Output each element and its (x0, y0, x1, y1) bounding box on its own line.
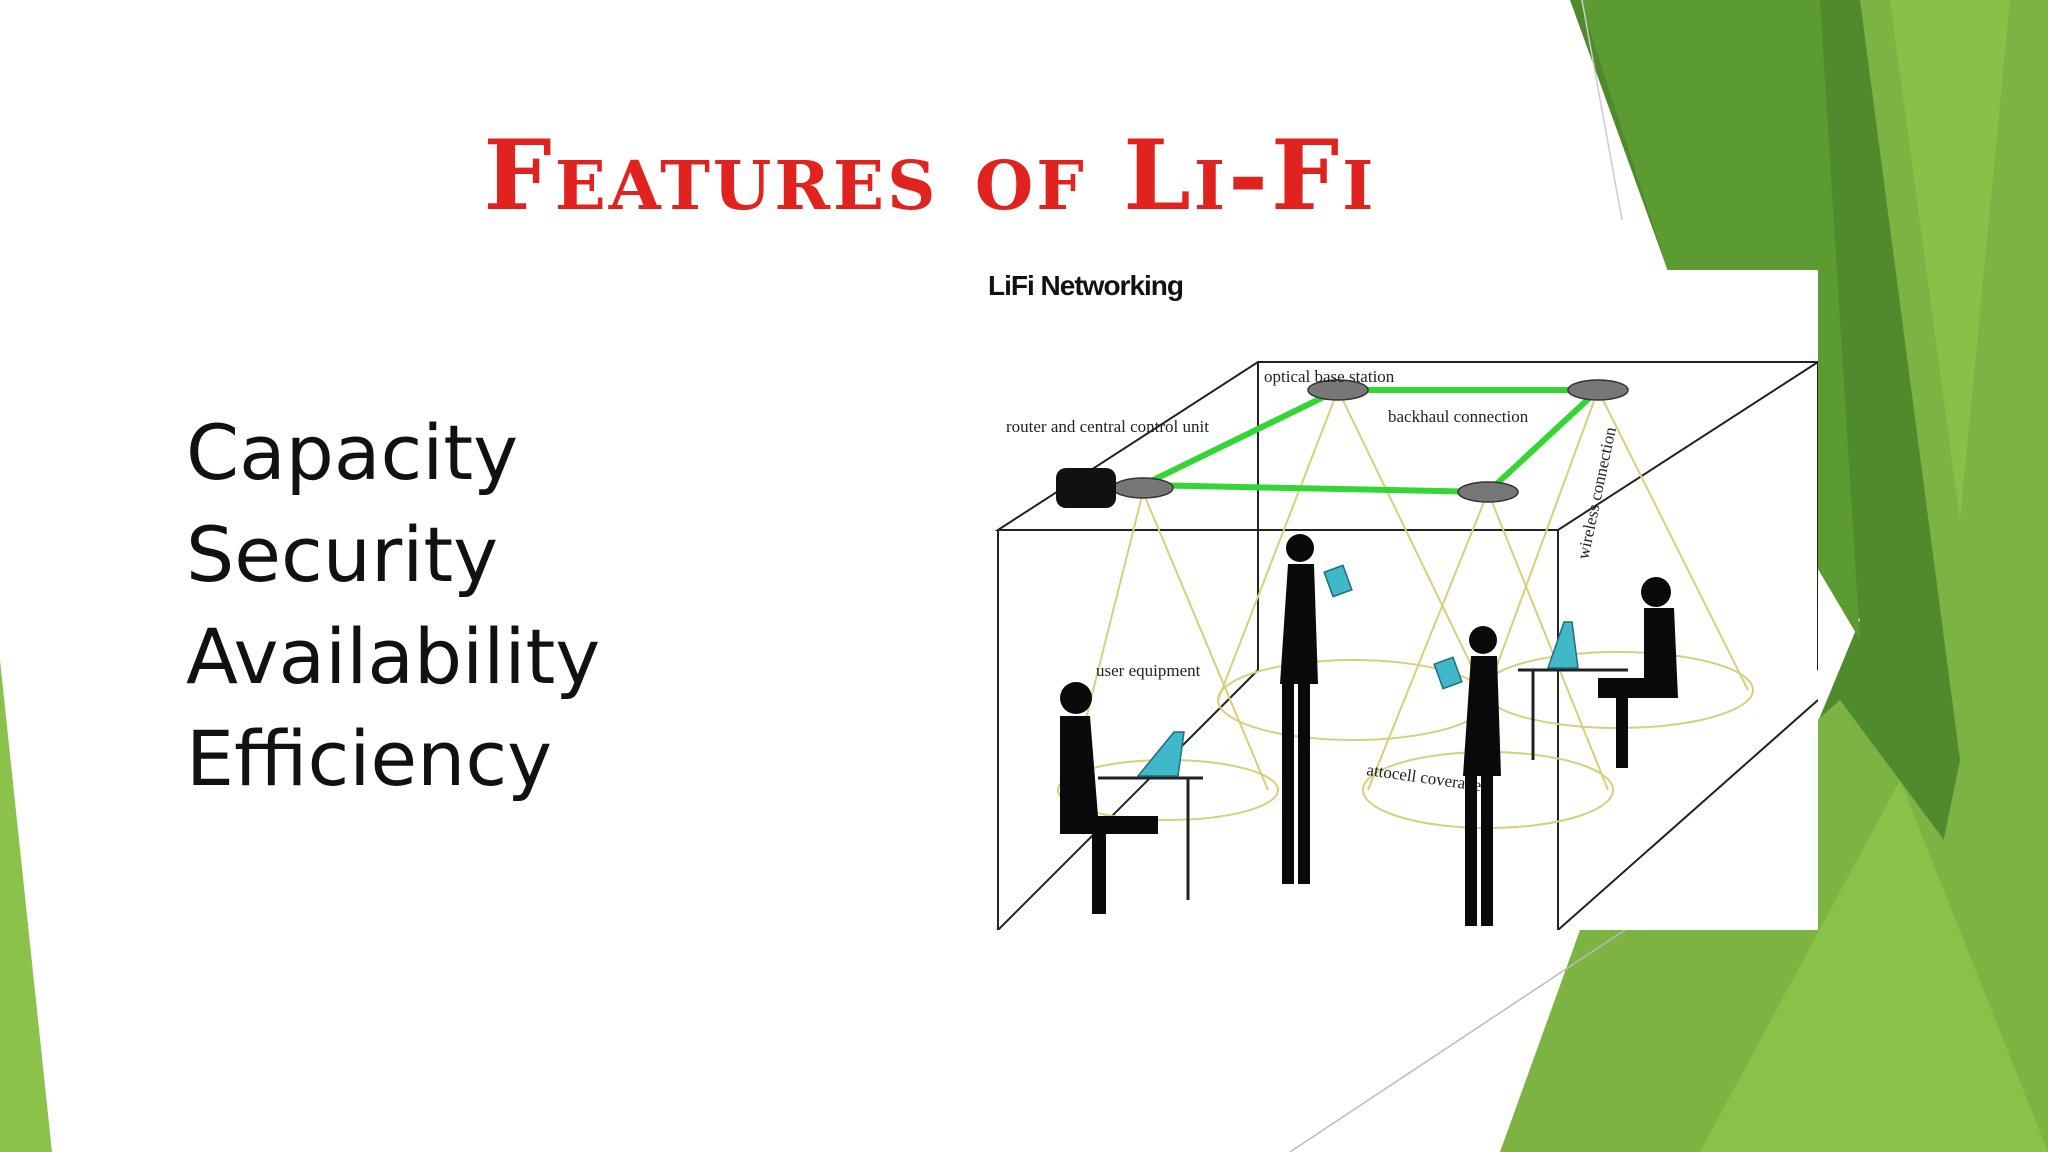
bullet-item: Capacity (186, 408, 519, 497)
thin-vertical-line (1581, 0, 1623, 221)
right-green-bright (1890, 0, 2010, 520)
room-box (994, 361, 1818, 930)
bullet-item: Efficiency (186, 714, 553, 803)
right-green-lower-light (1700, 780, 2048, 1152)
lifi-network-diagram: LiFi Networking (988, 270, 1818, 930)
bullet-item: Security (186, 510, 499, 599)
diagram-svg: optical base station router and central … (994, 361, 1818, 930)
left-green-sliver (0, 660, 52, 1152)
bullet-list: Capacity Security Availability Efficienc… (186, 402, 600, 810)
tablet-icon (1323, 564, 1463, 690)
label-router: router and central control unit (1006, 417, 1209, 436)
label-user-equipment: user equipment (1096, 661, 1201, 680)
right-green-light (1860, 0, 2048, 1152)
router-box-icon (1056, 468, 1116, 508)
bullet-item: Availability (186, 612, 601, 701)
backhaul-links (1098, 387, 1606, 496)
light-fixture (1112, 379, 1629, 503)
label-wireless: wireless connection (1573, 425, 1620, 561)
laptop-icon (1136, 621, 1579, 777)
desk (1098, 668, 1628, 900)
slide-title: Features of Li-Fi (483, 119, 1377, 232)
light-cones (1057, 389, 1754, 829)
figure-title: LiFi Networking (988, 270, 1184, 301)
thin-diagonal-line (1289, 919, 1641, 1152)
label-optical-base-station: optical base station (1264, 367, 1395, 386)
label-backhaul: backhaul connection (1388, 407, 1529, 426)
person-silhouette-icon (1060, 534, 1678, 926)
